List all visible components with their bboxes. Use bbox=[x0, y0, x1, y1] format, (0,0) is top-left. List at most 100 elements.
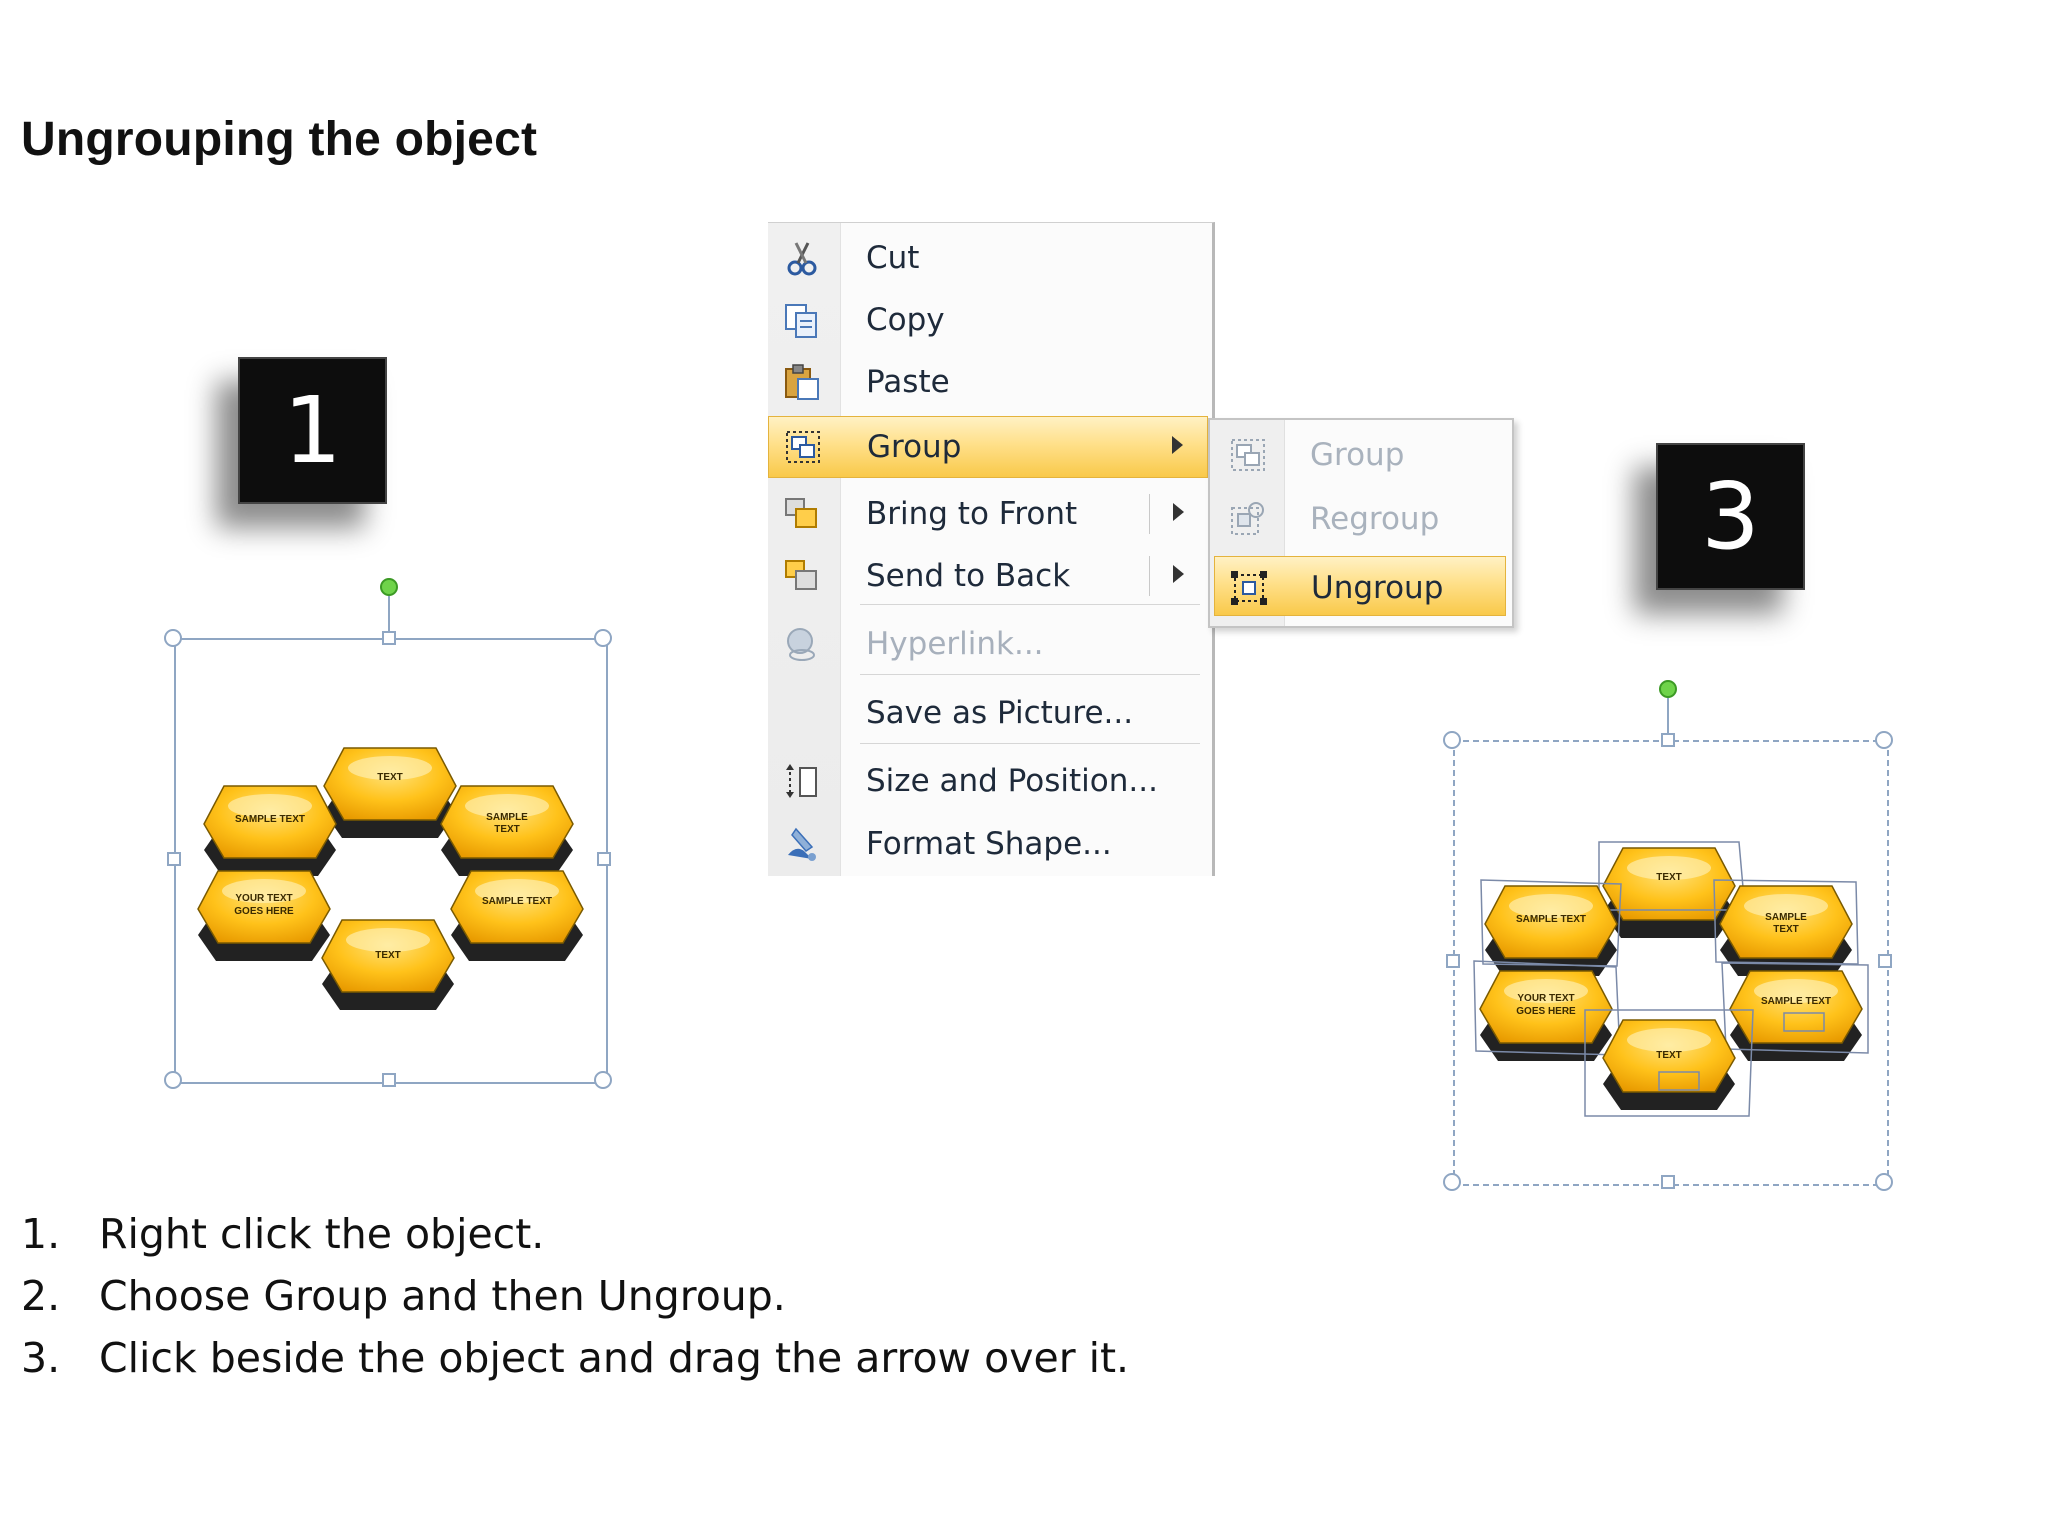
send-to-back-icon bbox=[785, 560, 817, 590]
menu-item-cut[interactable]: Cut bbox=[768, 228, 1208, 286]
menu-item-bring-to-front[interactable]: Bring to Front bbox=[768, 484, 1208, 542]
svg-text:TEXT: TEXT bbox=[1656, 1050, 1682, 1061]
hex-upper-right: SAMPLE TEXT bbox=[1713, 879, 1859, 976]
menu-item-format-shape[interactable]: Format Shape... bbox=[768, 814, 1208, 872]
rotation-handle[interactable] bbox=[380, 578, 398, 596]
svg-text:TEXT: TEXT bbox=[494, 824, 520, 835]
submenu-arrow-icon bbox=[1173, 503, 1184, 521]
step-text: Click beside the object and drag the arr… bbox=[99, 1334, 1130, 1382]
resize-handle-br[interactable] bbox=[594, 1071, 612, 1089]
step-number: 3. bbox=[21, 1334, 61, 1382]
split-separator bbox=[1149, 494, 1150, 534]
rotation-line bbox=[388, 594, 390, 638]
resize-handle-b[interactable] bbox=[1661, 1175, 1675, 1189]
scissors-icon bbox=[787, 242, 817, 276]
menu-item-label: Format Shape... bbox=[866, 826, 1112, 862]
step-number: 1. bbox=[21, 1210, 61, 1258]
regroup-icon bbox=[1231, 502, 1264, 535]
hex-lower-left: YOUR TEXT GOES HERE bbox=[1473, 960, 1621, 1061]
hex-top: TEXT bbox=[323, 747, 457, 838]
hex-lower-right: SAMPLE TEXT bbox=[450, 870, 584, 961]
menu-item-label: Size and Position... bbox=[866, 763, 1158, 799]
menu-separator bbox=[860, 604, 1200, 605]
menu-item-label: Copy bbox=[866, 302, 945, 338]
menu-item-save-as-picture[interactable]: Save as Picture... bbox=[768, 683, 1208, 741]
hexagon-cluster: TEXT SAMPLE TEXT SAMPLE TEXT YOUR TEXT G… bbox=[1473, 841, 1869, 1117]
svg-text:SAMPLE: SAMPLE bbox=[486, 812, 528, 823]
instruction-steps: 1. Right click the object. 2. Choose Group… bbox=[21, 1210, 1129, 1396]
clipboard-icon bbox=[785, 364, 819, 400]
resize-handle-l[interactable] bbox=[1446, 954, 1460, 968]
step-item: 1. Right click the object. bbox=[21, 1210, 1129, 1272]
resize-handle-bl[interactable] bbox=[164, 1071, 182, 1089]
slide-title: Ungrouping the object bbox=[21, 113, 538, 166]
svg-text:TEXT: TEXT bbox=[1773, 924, 1799, 935]
svg-text:SAMPLE TEXT: SAMPLE TEXT bbox=[1761, 996, 1831, 1007]
svg-text:YOUR TEXT: YOUR TEXT bbox=[235, 893, 292, 904]
hex-bottom: TEXT bbox=[1584, 1009, 1754, 1117]
hex-bottom: TEXT bbox=[321, 919, 455, 1010]
step-text: Choose Group and then Ungroup. bbox=[99, 1272, 786, 1320]
hex-lower-left: YOUR TEXT GOES HERE bbox=[197, 870, 331, 961]
copy-icon bbox=[785, 304, 817, 338]
submenu-arrow-icon bbox=[1172, 436, 1183, 454]
menu-separator bbox=[860, 743, 1200, 744]
svg-text:SAMPLE: SAMPLE bbox=[1765, 912, 1807, 923]
submenu-item-label: Regroup bbox=[1310, 501, 1440, 537]
step-badge-3: 3 bbox=[1656, 443, 1805, 590]
menu-item-label: Cut bbox=[866, 240, 920, 276]
resize-handle-tl[interactable] bbox=[164, 629, 182, 647]
menu-item-group[interactable]: Group bbox=[768, 416, 1208, 478]
hex-lower-right: SAMPLE TEXT bbox=[1721, 962, 1869, 1061]
resize-handle-t[interactable] bbox=[382, 631, 396, 645]
format-brush-icon bbox=[788, 827, 816, 861]
menu-item-label: Group bbox=[867, 429, 962, 465]
hex-upper-left: SAMPLE TEXT bbox=[203, 785, 337, 876]
hex-top: TEXT bbox=[1598, 841, 1746, 938]
rotation-line bbox=[1667, 698, 1669, 740]
resize-handle-tl[interactable] bbox=[1443, 731, 1461, 749]
menu-item-size-and-position[interactable]: Size and Position... bbox=[768, 751, 1208, 809]
submenu-item-group[interactable]: Group bbox=[1214, 424, 1506, 484]
menu-item-copy[interactable]: Copy bbox=[768, 290, 1208, 348]
submenu-item-regroup[interactable]: Regroup bbox=[1214, 488, 1506, 548]
size-position-icon bbox=[786, 764, 817, 798]
group-icon bbox=[786, 431, 820, 463]
resize-handle-t[interactable] bbox=[1661, 733, 1675, 747]
resize-handle-l[interactable] bbox=[167, 852, 181, 866]
globe-link-icon bbox=[787, 628, 815, 661]
resize-handle-br[interactable] bbox=[1875, 1173, 1893, 1191]
step-badge-1: 1 bbox=[238, 357, 387, 504]
step-item: 3. Click beside the object and drag the a… bbox=[21, 1334, 1129, 1396]
svg-text:YOUR TEXT: YOUR TEXT bbox=[1517, 993, 1574, 1004]
resize-handle-r[interactable] bbox=[597, 852, 611, 866]
svg-text:GOES HERE: GOES HERE bbox=[1516, 1006, 1576, 1017]
rotation-handle[interactable] bbox=[1659, 680, 1677, 698]
submenu-item-ungroup[interactable]: Ungroup bbox=[1214, 556, 1506, 616]
resize-handle-bl[interactable] bbox=[1443, 1173, 1461, 1191]
resize-handle-tr[interactable] bbox=[594, 629, 612, 647]
menu-separator bbox=[860, 674, 1200, 675]
menu-item-label: Save as Picture... bbox=[866, 695, 1134, 731]
menu-item-send-to-back[interactable]: Send to Back bbox=[768, 546, 1208, 604]
menu-item-paste[interactable]: Paste bbox=[768, 352, 1208, 410]
step-item: 2. Choose Group and then Ungroup. bbox=[21, 1272, 1129, 1334]
submenu-arrow-icon bbox=[1173, 565, 1184, 583]
step-text: Right click the object. bbox=[99, 1210, 545, 1258]
group-icon bbox=[1231, 439, 1265, 471]
svg-text:TEXT: TEXT bbox=[377, 772, 403, 783]
svg-text:SAMPLE TEXT: SAMPLE TEXT bbox=[1516, 914, 1586, 925]
resize-handle-tr[interactable] bbox=[1875, 731, 1893, 749]
resize-handle-r[interactable] bbox=[1878, 954, 1892, 968]
resize-handle-b[interactable] bbox=[382, 1073, 396, 1087]
svg-text:TEXT: TEXT bbox=[1656, 872, 1682, 883]
menu-item-label: Hyperlink... bbox=[866, 626, 1044, 662]
svg-text:GOES HERE: GOES HERE bbox=[234, 906, 294, 917]
step-number: 2. bbox=[21, 1272, 61, 1320]
hex-upper-right: SAMPLE TEXT bbox=[440, 785, 574, 876]
svg-text:TEXT: TEXT bbox=[375, 950, 401, 961]
submenu-item-label: Group bbox=[1310, 437, 1405, 473]
menu-item-hyperlink[interactable]: Hyperlink... bbox=[768, 614, 1208, 672]
menu-item-label: Send to Back bbox=[866, 558, 1071, 594]
context-menu bbox=[768, 222, 1215, 876]
